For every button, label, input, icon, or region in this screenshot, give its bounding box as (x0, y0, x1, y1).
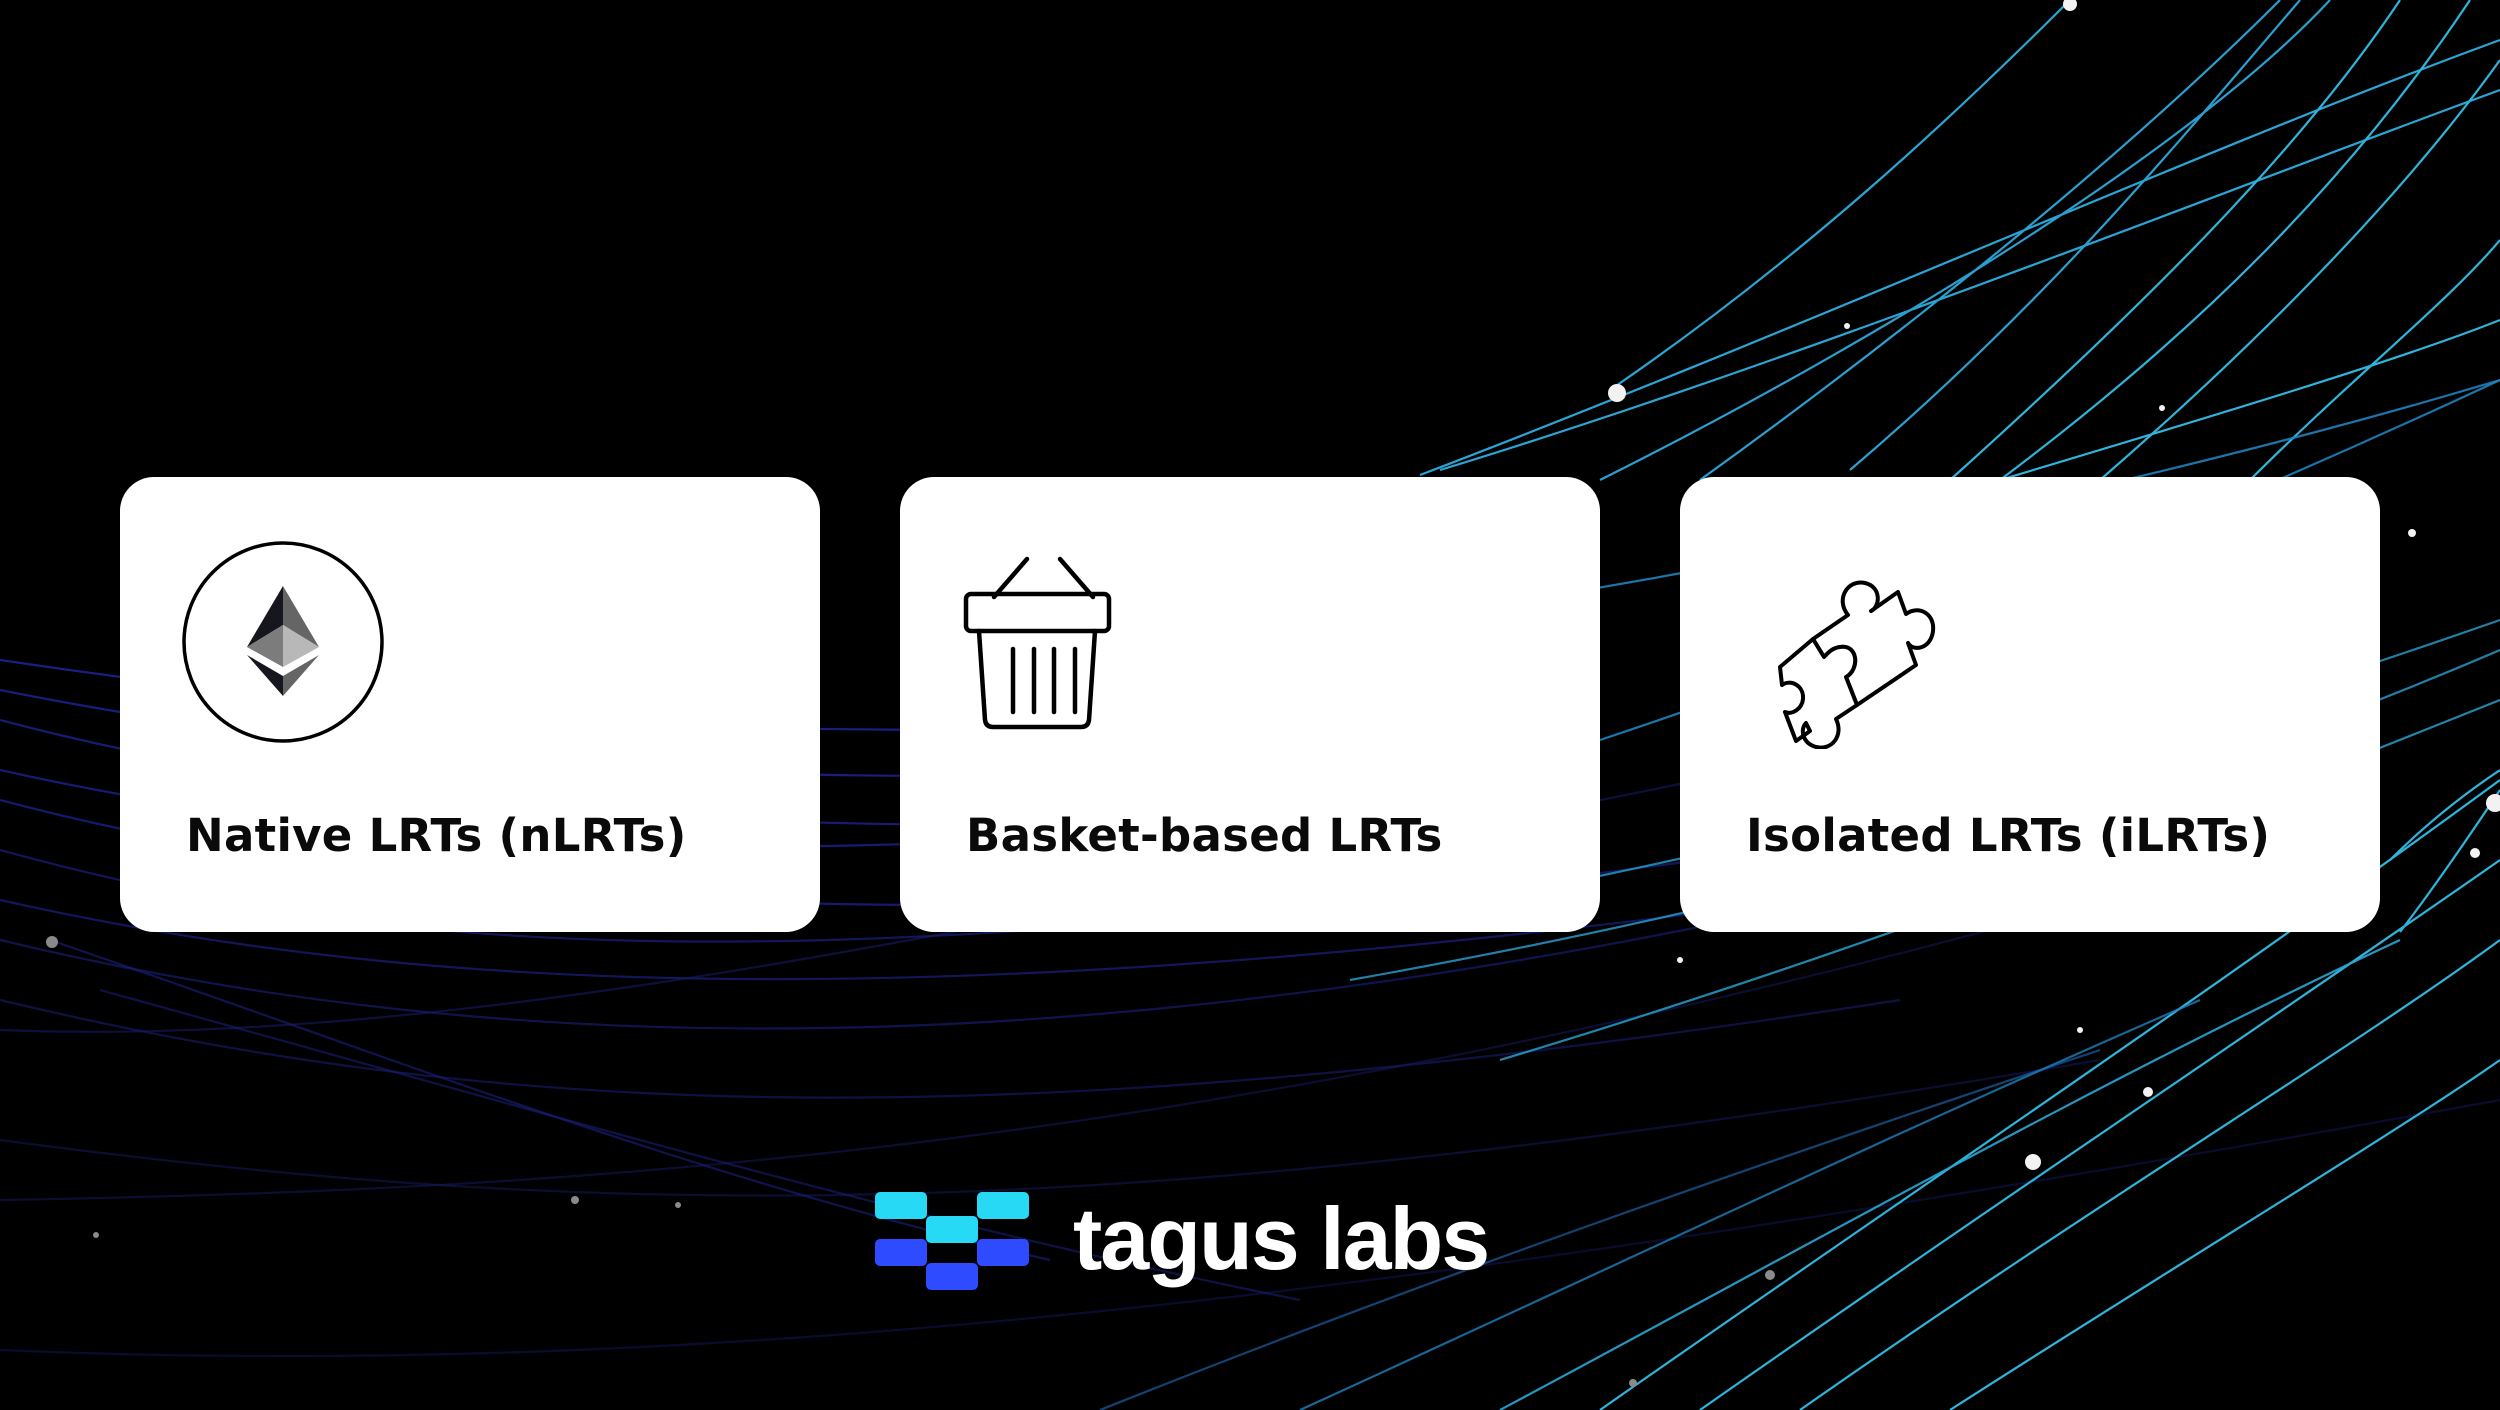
logo-mark-icon (875, 1192, 1031, 1292)
card-basket-based-lrts: Basket-based LRTs (900, 477, 1600, 932)
basket-icon (963, 556, 1112, 730)
puzzle-icon (1778, 580, 1936, 749)
card-title: Isolated LRTs (iLRTs) (1746, 809, 2271, 862)
card-isolated-lrts: Isolated LRTs (iLRTs) (1680, 477, 2380, 932)
tagus-labs-logo: tagus labs (875, 1189, 1490, 1292)
card-native-lrts: Native LRTs (nLRTs) (120, 477, 820, 932)
ethereum-icon (182, 541, 384, 743)
card-title: Basket-based LRTs (966, 809, 1443, 862)
card-title: Native LRTs (nLRTs) (186, 809, 687, 862)
brand-name: tagus labs (1073, 1189, 1490, 1288)
